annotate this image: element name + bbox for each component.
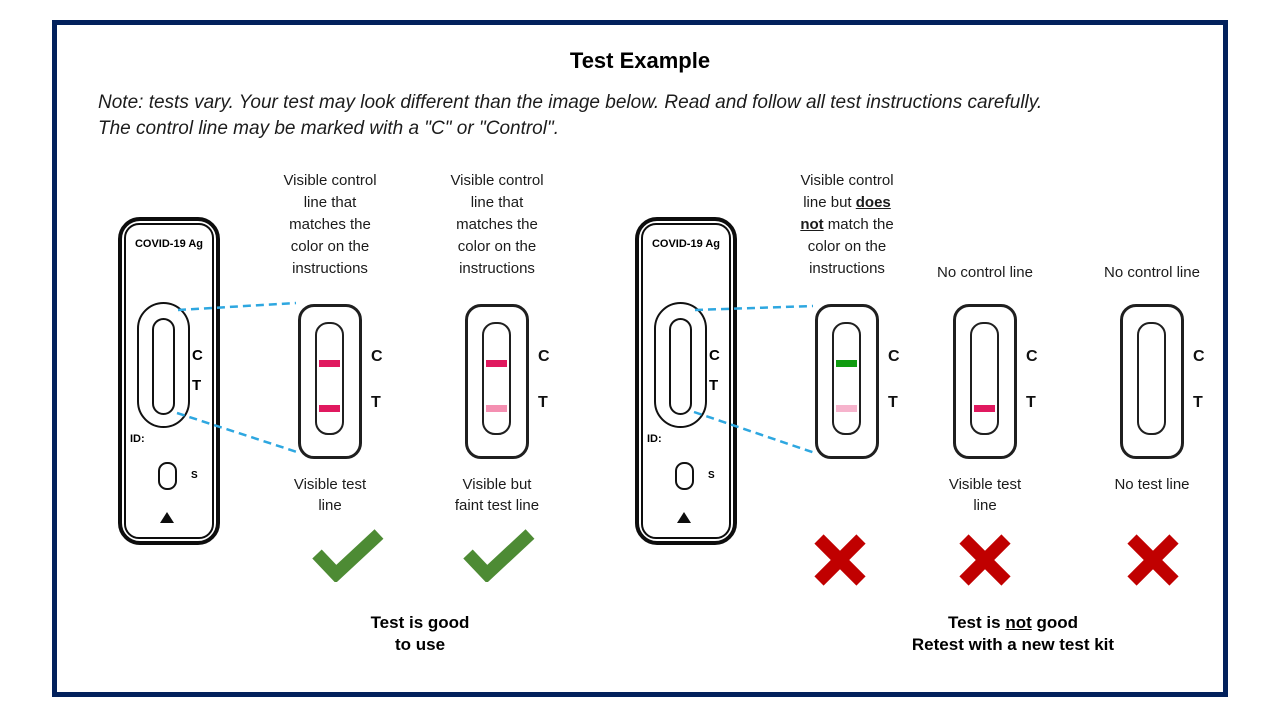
test-strip-2: C T bbox=[465, 304, 550, 459]
checkmark-icon bbox=[463, 529, 535, 582]
strip-window bbox=[315, 322, 344, 435]
control-letter: C bbox=[1026, 348, 1038, 365]
sub-label-line: Visible test bbox=[948, 476, 1022, 493]
test-letter: T bbox=[538, 394, 548, 411]
strip-4-sub-label: Visible test line bbox=[905, 474, 1065, 516]
caption-line: Test is good bbox=[370, 613, 470, 632]
sample-letter: S bbox=[708, 470, 715, 481]
control-letter: C bbox=[709, 347, 720, 364]
control-letter: C bbox=[192, 347, 203, 364]
page-title: Test Example bbox=[569, 48, 711, 73]
test-strip-4: C T bbox=[953, 304, 1038, 459]
test-line bbox=[974, 405, 995, 412]
heading-line: matches the bbox=[456, 216, 538, 233]
cross-icon bbox=[814, 534, 866, 586]
heading-line: line that bbox=[303, 194, 357, 211]
strip-3-heading: Visible control line but does not match … bbox=[772, 170, 922, 280]
heading-line: instructions bbox=[809, 260, 885, 277]
caption-line: Test is not good bbox=[947, 613, 1079, 632]
heading-line: matches the bbox=[289, 216, 371, 233]
id-label: ID: bbox=[647, 433, 662, 445]
test-line bbox=[319, 405, 340, 412]
heading-line: color on the bbox=[457, 238, 537, 255]
bad-caption: Test is not good Retest with a new test … bbox=[883, 612, 1143, 656]
control-line bbox=[486, 360, 507, 367]
result-window-outer bbox=[137, 302, 190, 428]
heading-line: line that bbox=[470, 194, 524, 211]
cassette-inner-outline bbox=[641, 223, 731, 539]
result-window bbox=[152, 318, 175, 415]
test-letter: T bbox=[888, 394, 898, 411]
note-text: Note: tests vary. Your test may look dif… bbox=[98, 90, 1148, 142]
heading-line: color on the bbox=[290, 238, 370, 255]
strip-5-sub-label: No test line bbox=[1072, 474, 1232, 495]
caption-line: Retest with a new test kit bbox=[911, 635, 1115, 654]
heading-line: Visible control bbox=[800, 172, 894, 189]
sample-well bbox=[158, 462, 177, 490]
sub-label-line: line bbox=[973, 497, 997, 514]
control-letter: C bbox=[371, 348, 383, 365]
checkmark-icon bbox=[312, 529, 384, 582]
test-strip-1: C T bbox=[298, 304, 383, 459]
test-letter: T bbox=[192, 377, 202, 394]
test-strip-3: C T bbox=[815, 304, 900, 459]
id-label: ID: bbox=[130, 433, 145, 445]
sub-label-line: line bbox=[318, 497, 342, 514]
sample-letter: S bbox=[191, 470, 198, 481]
test-letter: T bbox=[709, 377, 719, 394]
strip-2-sub-label: Visible but faint test line bbox=[422, 474, 572, 516]
cassette-product-label: COVID-19 Ag bbox=[134, 238, 204, 250]
strip-1-heading: Visible control line that matches the co… bbox=[255, 170, 405, 280]
heading-line: instructions bbox=[292, 260, 368, 277]
caption-line: to use bbox=[394, 635, 446, 654]
control-line-wrong-color bbox=[836, 360, 857, 367]
cross-icon bbox=[959, 534, 1011, 586]
sample-well bbox=[675, 462, 694, 490]
figure-border bbox=[52, 20, 1228, 697]
test-letter: T bbox=[371, 394, 381, 411]
strip-5-heading: No control line bbox=[1072, 262, 1232, 284]
strip-window bbox=[832, 322, 861, 435]
control-letter: C bbox=[888, 348, 900, 365]
heading-line: Visible control bbox=[450, 172, 544, 189]
covid-test-cassette-right: COVID-19 Ag C T ID: S bbox=[635, 217, 737, 545]
sub-label-line: Visible test bbox=[293, 476, 367, 493]
arrow-up-icon bbox=[677, 512, 691, 523]
heading-line: instructions bbox=[459, 260, 535, 277]
strip-window bbox=[970, 322, 999, 435]
test-line-faint bbox=[836, 405, 857, 412]
arrow-up-icon bbox=[160, 512, 174, 523]
test-letter: T bbox=[1193, 394, 1203, 411]
heading-line: No control line bbox=[1104, 264, 1200, 281]
strip-4-heading: No control line bbox=[905, 262, 1065, 284]
heading-line: No control line bbox=[937, 264, 1033, 281]
test-strip-5: C T bbox=[1120, 304, 1205, 459]
strip-1-sub-label: Visible test line bbox=[255, 474, 405, 516]
note-line-2: The control line may be marked with a "C… bbox=[98, 118, 559, 139]
good-caption: Test is good to use bbox=[330, 612, 510, 656]
strip-window bbox=[482, 322, 511, 435]
strip-window-empty bbox=[1137, 322, 1166, 435]
control-letter: C bbox=[1193, 348, 1205, 365]
heading-line: Visible control bbox=[283, 172, 377, 189]
control-line bbox=[319, 360, 340, 367]
sub-label-line: faint test line bbox=[454, 497, 540, 514]
heading-line: line but does bbox=[803, 194, 891, 211]
heading-line: color on the bbox=[807, 238, 887, 255]
control-letter: C bbox=[538, 348, 550, 365]
test-line-faint bbox=[486, 405, 507, 412]
cassette-product-label: COVID-19 Ag bbox=[651, 238, 721, 250]
result-window-outer bbox=[654, 302, 707, 428]
cassette-inner-outline bbox=[124, 223, 214, 539]
sub-label-line: No test line bbox=[1114, 476, 1190, 493]
sub-label-line: Visible but bbox=[462, 476, 532, 493]
heading-line: not match the bbox=[800, 216, 894, 233]
strip-2-heading: Visible control line that matches the co… bbox=[422, 170, 572, 280]
covid-test-cassette-left: COVID-19 Ag C T ID: S bbox=[118, 217, 220, 545]
cross-icon bbox=[1127, 534, 1179, 586]
result-window bbox=[669, 318, 692, 415]
test-letter: T bbox=[1026, 394, 1036, 411]
note-line-1: Note: tests vary. Your test may look dif… bbox=[98, 92, 1043, 113]
